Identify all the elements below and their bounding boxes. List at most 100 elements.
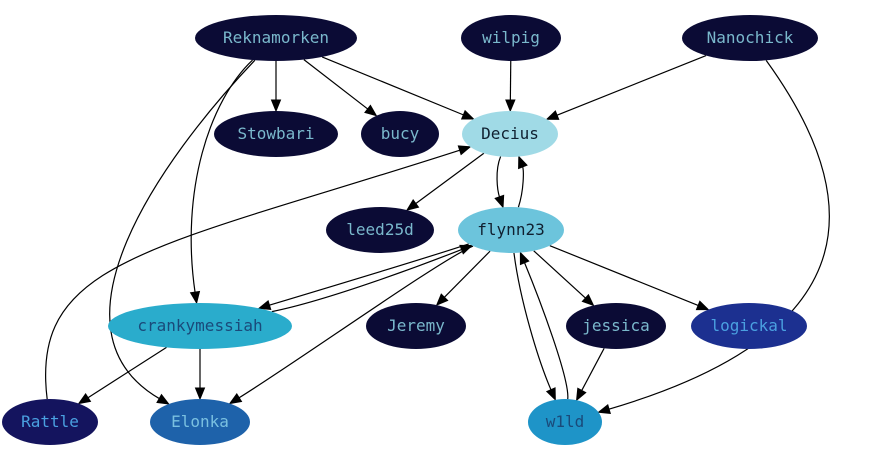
edge-line bbox=[237, 245, 474, 399]
node-label: Reknamorken bbox=[223, 28, 329, 47]
node-shape bbox=[691, 303, 807, 349]
edge-flynn23-to-jeremy bbox=[435, 250, 491, 307]
edge-crankymessiah-to-elonka bbox=[194, 349, 206, 401]
edge-decius-to-leed25d bbox=[405, 152, 485, 211]
node-bucy[interactable]: bucy bbox=[361, 111, 439, 157]
edge-reknamorken-to-elonka bbox=[109, 59, 256, 405]
edge-line bbox=[190, 59, 253, 294]
arrowhead bbox=[270, 99, 282, 113]
edge-flynn23-to-jessica bbox=[533, 250, 595, 307]
node-shape bbox=[461, 15, 561, 61]
node-label: leed25d bbox=[346, 220, 413, 239]
node-jessica[interactable]: jessica bbox=[566, 303, 666, 349]
edge-line bbox=[268, 243, 469, 307]
node-shape bbox=[682, 15, 818, 61]
node-shape bbox=[361, 111, 439, 157]
arrowhead bbox=[435, 293, 449, 307]
edge-wilpig-to-decius bbox=[505, 60, 516, 113]
arrowhead bbox=[257, 300, 272, 311]
node-label: w1ld bbox=[546, 412, 585, 431]
arrowhead bbox=[228, 393, 243, 405]
node-shape bbox=[108, 303, 292, 349]
node-label: flynn23 bbox=[477, 220, 544, 239]
node-jeremy[interactable]: Jeremy bbox=[366, 303, 466, 349]
edge-line bbox=[271, 248, 463, 313]
arrowhead bbox=[189, 290, 201, 305]
edge-decius-to-flynn23 bbox=[494, 156, 505, 209]
edge-line bbox=[443, 250, 491, 299]
node-rattle[interactable]: Rattle bbox=[2, 399, 98, 445]
node-label: jessica bbox=[582, 316, 649, 335]
edge-line bbox=[303, 59, 369, 111]
arrowhead bbox=[581, 293, 595, 307]
node-label: Rattle bbox=[21, 412, 79, 431]
node-label: Stowbari bbox=[237, 124, 314, 143]
arrowhead bbox=[505, 99, 516, 113]
node-w1ld[interactable]: w1ld bbox=[528, 399, 602, 445]
node-reknamorken[interactable]: Reknamorken bbox=[195, 15, 357, 61]
arrowhead bbox=[545, 387, 556, 402]
node-logickal[interactable]: logickal bbox=[691, 303, 807, 349]
edge-jessica-to-w1ld bbox=[575, 348, 605, 402]
node-shape bbox=[566, 303, 666, 349]
node-shape bbox=[150, 399, 250, 445]
node-label: crankymessiah bbox=[137, 316, 262, 335]
edge-line bbox=[523, 261, 569, 400]
node-label: bucy bbox=[381, 124, 420, 143]
arrowhead bbox=[518, 155, 528, 170]
edge-line bbox=[517, 165, 524, 208]
edge-reknamorken-to-bucy bbox=[303, 59, 378, 117]
edge-rattle-to-decius bbox=[45, 145, 472, 400]
node-stowbari[interactable]: Stowbari bbox=[214, 111, 338, 157]
edge-nanochick-to-decius bbox=[545, 55, 707, 120]
edge-line bbox=[414, 152, 485, 205]
node-nanochick[interactable]: Nanochick bbox=[682, 15, 818, 61]
node-shape bbox=[462, 111, 558, 157]
node-label: wilpig bbox=[482, 28, 540, 47]
node-flynn23[interactable]: flynn23 bbox=[458, 207, 564, 253]
node-label: Jeremy bbox=[387, 316, 445, 335]
arrowhead bbox=[597, 403, 611, 415]
node-leed25d[interactable]: leed25d bbox=[326, 207, 434, 253]
arrowhead bbox=[545, 110, 560, 120]
edge-flynn23-to-crankymessiah bbox=[257, 243, 469, 311]
edge-line bbox=[533, 250, 587, 300]
node-label: Elonka bbox=[171, 412, 229, 431]
arrowhead bbox=[405, 199, 420, 211]
edge-line bbox=[496, 156, 502, 199]
edges-layer bbox=[45, 55, 830, 415]
node-shape bbox=[458, 207, 564, 253]
arrowhead bbox=[460, 109, 475, 120]
node-label: logickal bbox=[710, 316, 787, 335]
arrowhead bbox=[575, 387, 587, 402]
arrowhead bbox=[519, 251, 530, 266]
node-elonka[interactable]: Elonka bbox=[150, 399, 250, 445]
edge-line bbox=[86, 346, 167, 399]
edge-line bbox=[555, 55, 707, 117]
edge-nanochick-to-w1ld bbox=[597, 59, 830, 415]
arrowhead bbox=[77, 392, 92, 405]
edge-crankymessiah-to-rattle bbox=[77, 346, 167, 405]
edge-reknamorken-to-crankymessiah bbox=[189, 59, 253, 305]
node-decius[interactable]: Decius bbox=[462, 111, 558, 157]
edge-line bbox=[321, 56, 465, 116]
arrowhead bbox=[156, 393, 170, 405]
arrowhead bbox=[457, 145, 472, 156]
node-shape bbox=[214, 111, 338, 157]
edge-line bbox=[549, 245, 700, 307]
edge-line bbox=[45, 149, 461, 400]
node-shape bbox=[326, 207, 434, 253]
node-crankymessiah[interactable]: crankymessiah bbox=[108, 303, 292, 349]
arrowhead bbox=[695, 300, 710, 311]
edge-line bbox=[109, 59, 256, 400]
edge-flynn23-to-elonka bbox=[228, 245, 474, 405]
edge-line bbox=[513, 252, 552, 391]
arrowhead bbox=[364, 104, 378, 117]
node-shape bbox=[195, 15, 357, 61]
node-label: Nanochick bbox=[707, 28, 794, 47]
edge-line bbox=[607, 59, 830, 410]
arrowhead bbox=[194, 387, 206, 401]
node-wilpig[interactable]: wilpig bbox=[461, 15, 561, 61]
edge-reknamorken-to-decius bbox=[321, 56, 475, 120]
